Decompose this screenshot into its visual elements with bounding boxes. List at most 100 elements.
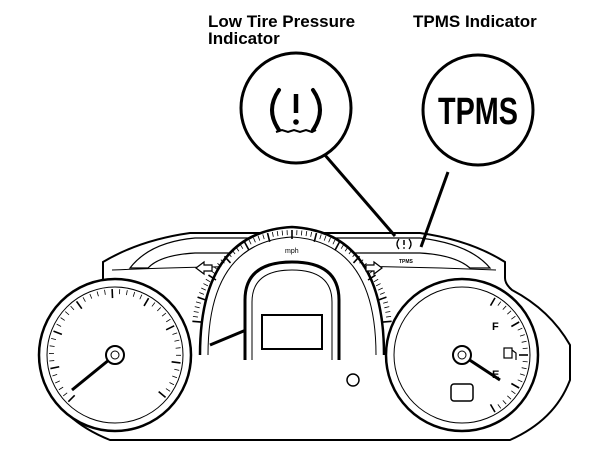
fuel-gauge-tick bbox=[502, 400, 507, 405]
speedometer-tick bbox=[231, 249, 236, 255]
speedometer-tick bbox=[201, 287, 206, 291]
fuel-gauge-tick bbox=[517, 327, 523, 331]
speedometer-tick bbox=[192, 320, 202, 323]
speedometer-tick bbox=[384, 306, 390, 309]
fuel-gauge-tick bbox=[522, 360, 528, 363]
fuel-gauge-tick bbox=[521, 367, 527, 370]
speedometer-tick bbox=[194, 306, 200, 309]
tachometer-tick bbox=[51, 337, 57, 340]
odometer-reset-button[interactable] bbox=[450, 383, 474, 402]
tachometer-tick bbox=[156, 307, 162, 312]
tachometer-tick bbox=[56, 323, 62, 327]
tachometer-tick bbox=[172, 375, 178, 379]
speedometer-tick bbox=[193, 311, 199, 313]
tachometer-tick bbox=[55, 380, 60, 384]
tachometer-tick bbox=[169, 382, 175, 386]
trip-knob[interactable] bbox=[346, 373, 360, 387]
tachometer-tick bbox=[166, 318, 171, 323]
speedometer-tick bbox=[192, 315, 198, 318]
speedometer-tick bbox=[266, 232, 271, 242]
speedometer-tick bbox=[359, 259, 364, 264]
speedometer-tick bbox=[276, 231, 279, 237]
speedometer-tick bbox=[382, 320, 392, 323]
speedometer-tick bbox=[367, 274, 376, 281]
speedometer-tick bbox=[203, 283, 209, 287]
tachometer-tick bbox=[143, 297, 150, 307]
tachometer-tick bbox=[50, 365, 60, 370]
fuel-gauge-tick bbox=[502, 305, 507, 310]
speedometer-tick bbox=[332, 239, 336, 245]
speedometer-tick bbox=[373, 278, 379, 283]
tachometer-tick bbox=[171, 361, 181, 364]
speedometer-tick bbox=[352, 255, 361, 264]
tachometer-tick bbox=[49, 345, 55, 347]
low-tire-pressure-label: Low Tire Pressure Indicator bbox=[208, 13, 408, 47]
speedometer-tick bbox=[214, 266, 219, 271]
speedometer-tick bbox=[310, 231, 313, 237]
tachometer-tick bbox=[89, 293, 93, 299]
speedometer-tick bbox=[328, 237, 331, 243]
tachometer-tick bbox=[161, 312, 167, 317]
cluster-low-tire-pressure-icon bbox=[396, 238, 412, 250]
low-tire-pressure-label-line2: Indicator bbox=[208, 29, 280, 48]
fuel-gauge-tick bbox=[507, 395, 512, 400]
low-tire-pressure-label-line1: Low Tire Pressure bbox=[208, 12, 356, 31]
tachometer-tick bbox=[132, 291, 136, 297]
tachometer-tick bbox=[60, 317, 65, 321]
speedometer-tick bbox=[340, 244, 345, 249]
speedometer-tick bbox=[195, 301, 201, 304]
speedometer-tick bbox=[305, 231, 308, 237]
tachometer-tick bbox=[165, 325, 175, 331]
speedometer-tick bbox=[197, 296, 207, 301]
tpms-bubble-text: TPMS bbox=[438, 91, 518, 133]
speedometer-tick bbox=[253, 237, 256, 243]
tpms-leader-line bbox=[419, 171, 450, 248]
tachometer-tick bbox=[63, 392, 68, 397]
fuel-gauge-tick bbox=[519, 373, 525, 376]
speedometer-tick bbox=[334, 241, 341, 251]
multi-info-display bbox=[261, 314, 323, 350]
tachometer-tick bbox=[158, 391, 167, 399]
speedometer-tick bbox=[378, 287, 383, 291]
tachometer-tick bbox=[67, 394, 76, 403]
fuel-gauge-tick bbox=[510, 321, 520, 328]
speedometer-tick bbox=[199, 292, 205, 295]
fuel-gauge-tick bbox=[522, 347, 528, 350]
speedometer-tick bbox=[362, 263, 367, 267]
fuel-gauge-tick bbox=[489, 403, 496, 413]
fuel-gauge-tick bbox=[507, 310, 512, 315]
tachometer-tick bbox=[174, 368, 180, 371]
speedometer-tick bbox=[208, 274, 217, 281]
fuel-gauge: F E bbox=[384, 277, 540, 433]
speedometer-tick bbox=[386, 315, 392, 318]
speedometer-tick bbox=[383, 301, 389, 304]
tpms-indicator-label: TPMS Indicator bbox=[413, 12, 537, 31]
fuel-empty-mark: E bbox=[492, 369, 499, 381]
fuel-gauge-tick bbox=[521, 340, 527, 343]
speedometer-tick bbox=[262, 234, 265, 240]
fuel-full-mark: F bbox=[492, 321, 499, 333]
low-tire-pressure-icon bbox=[270, 88, 322, 134]
tachometer bbox=[37, 277, 193, 433]
fuel-gauge-tick bbox=[511, 315, 516, 320]
speedometer-tick bbox=[205, 278, 211, 283]
tachometer-tick bbox=[174, 339, 180, 342]
right-turn-arrow-icon bbox=[365, 260, 383, 276]
speedometer-tick bbox=[323, 235, 327, 241]
speedometer-tick bbox=[348, 249, 353, 255]
tachometer-tick bbox=[139, 294, 143, 300]
speedometer-tick bbox=[352, 252, 357, 258]
tachometer-tick bbox=[172, 332, 178, 335]
tachometer-tick bbox=[53, 330, 63, 336]
low-tire-pressure-leader-line bbox=[316, 146, 397, 237]
fuel-pump-icon bbox=[503, 347, 517, 360]
speedometer-tick bbox=[223, 255, 232, 264]
speedometer-tick bbox=[319, 234, 322, 240]
fuel-gauge-tick bbox=[517, 379, 523, 383]
speedometer-tick bbox=[227, 252, 232, 258]
speedometer-tick bbox=[257, 235, 261, 241]
fuel-gauge-tick bbox=[519, 334, 525, 337]
speedometer-tick bbox=[243, 241, 250, 251]
tachometer-tick bbox=[75, 300, 83, 310]
speed-unit-label: mph bbox=[285, 248, 299, 255]
